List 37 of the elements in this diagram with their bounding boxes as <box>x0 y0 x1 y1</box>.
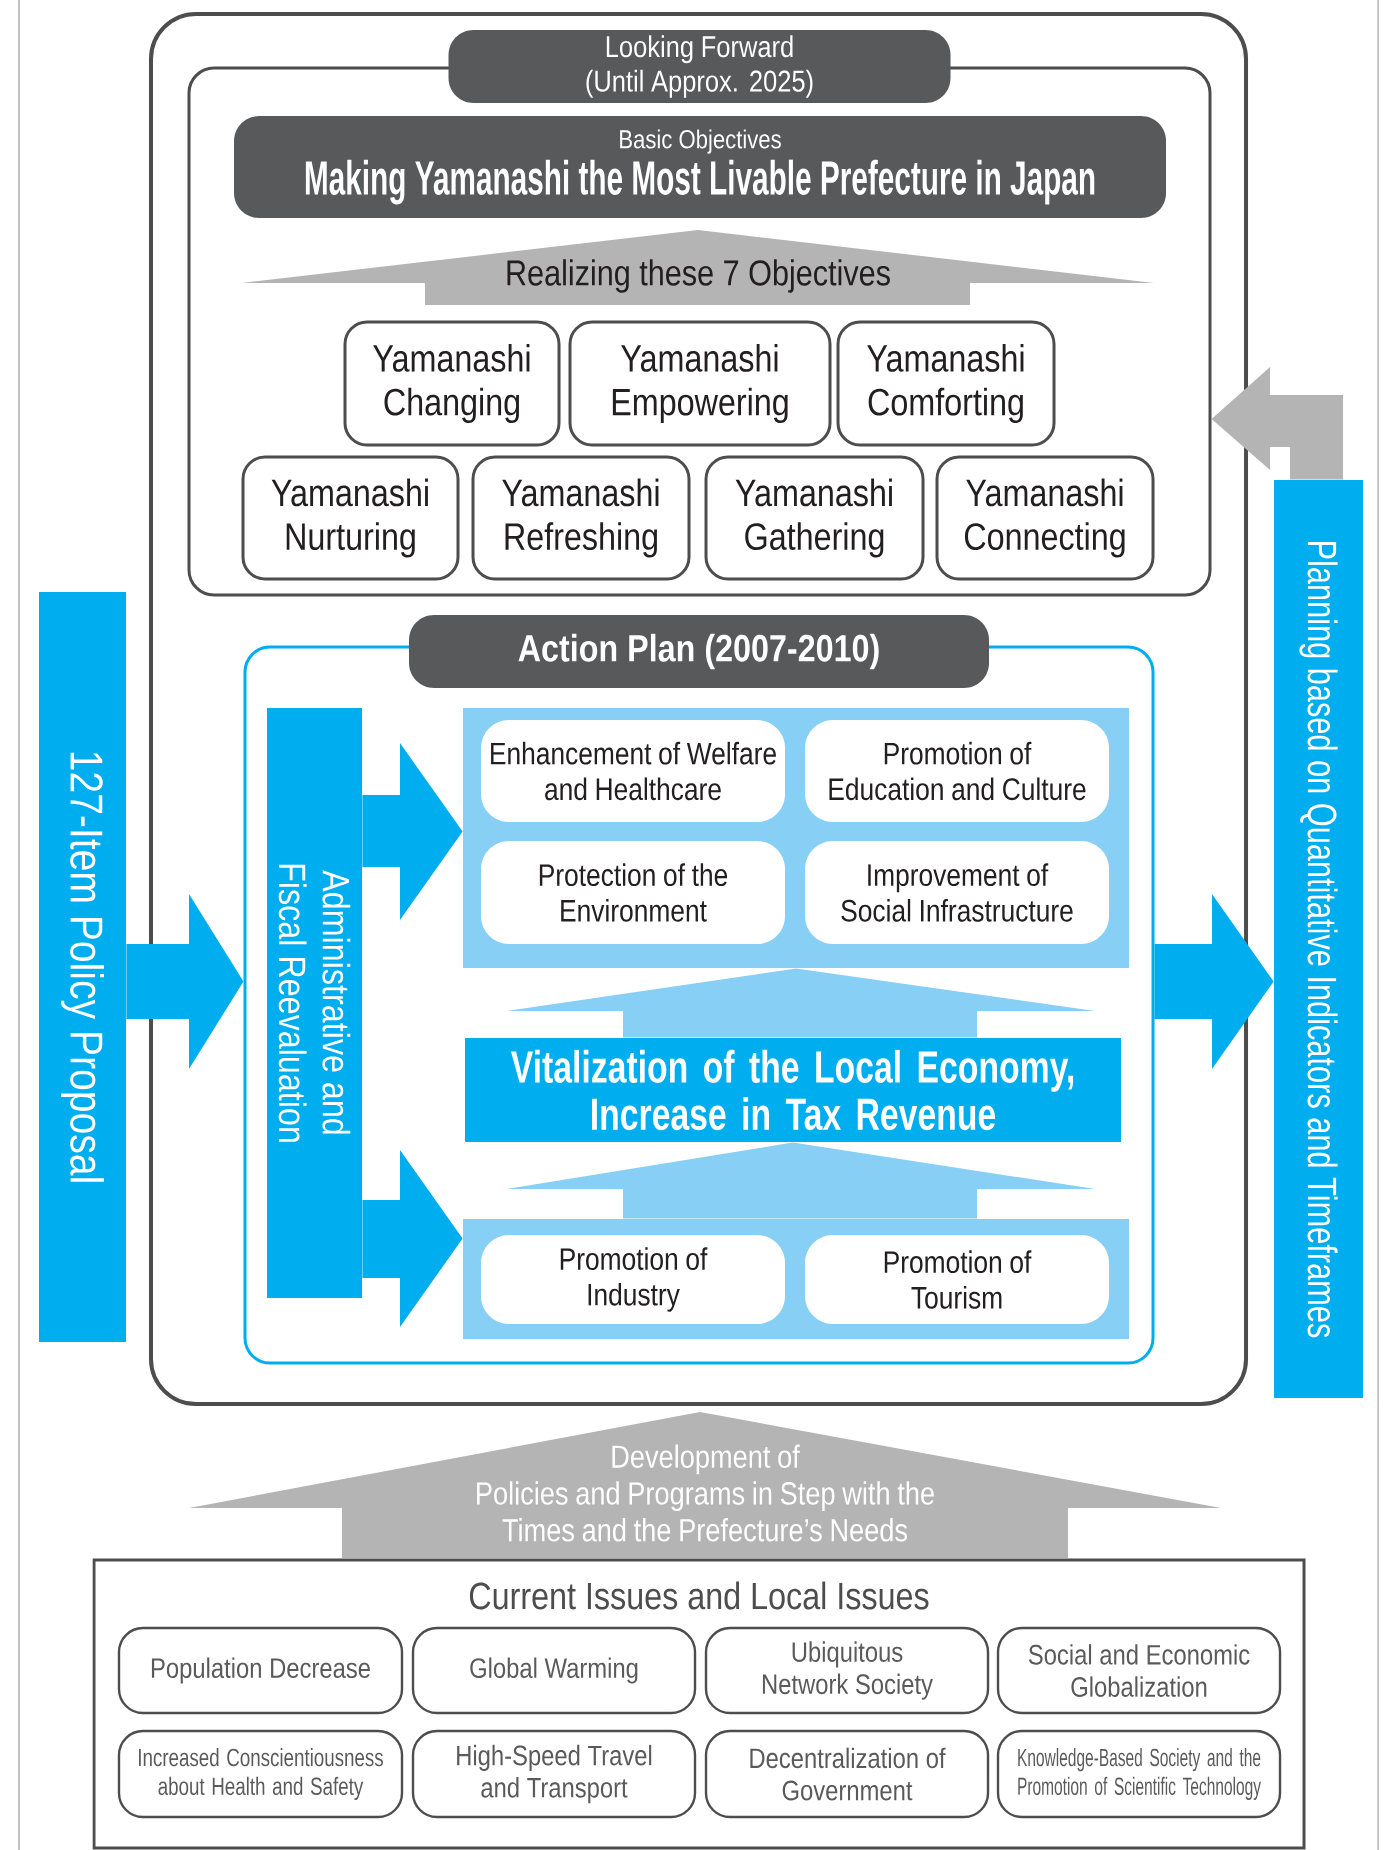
bent-arrow <box>1211 367 1343 480</box>
arrow <box>1154 894 1274 1069</box>
node-label: Looking Forward <box>606 35 793 64</box>
issue-box: Population Decrease <box>117 1626 404 1715</box>
arrow <box>507 968 1095 1038</box>
vertical-banner: 127-Item Policy Proposal <box>39 592 126 1342</box>
issue-box: Increased Conscientiousness about Health and Safety <box>117 1729 404 1819</box>
objective-box: Yamanashi Nurturing <box>241 455 460 581</box>
objective-box: Yamanashi Changing <box>343 320 561 447</box>
objective-box: Yamanashi Comforting <box>836 320 1056 447</box>
plan-box: Improvement of Social Infrastructure <box>805 841 1109 944</box>
issue-box: Social and Economic Globalization <box>996 1626 1282 1715</box>
arrow <box>126 894 244 1069</box>
plan-box: Promotion of Education and Culture <box>805 720 1109 822</box>
issue-box: High-Speed Travel and Transport <box>411 1729 697 1819</box>
plan-box: Enhancement of Welfare and Healthcare <box>481 720 785 822</box>
chevron-arrow <box>362 743 463 920</box>
up-arrow-band: Development of Policies and Programs in Step with the Times and the Prefecture’s Needs <box>189 1412 1221 1558</box>
objective-box: Yamanashi Refreshing <box>471 455 691 581</box>
issue-box: Ubiquitous Network Society <box>704 1626 990 1715</box>
outer-frame <box>149 12 1248 1406</box>
issue-box: Global Warming <box>411 1626 697 1715</box>
issue-box: Decentralization of Government <box>704 1729 990 1819</box>
plan-box: Protection of the Environment <box>481 841 785 944</box>
up-arrow-band: Realizing these 7 Objectives <box>242 230 1154 305</box>
highlight-box: Vitalization of the Local Economy, Increase in Tax Revenue <box>465 1038 1121 1142</box>
issue-box: Knowledge-Based Society and the Promotion of Scientific Technology <box>996 1729 1282 1819</box>
objective-box: Yamanashi Connecting <box>935 455 1155 581</box>
vertical-banner: Planning based on Quantitative Indicators and Timeframes <box>1274 480 1363 1398</box>
plan-box: Promotion of Industry <box>481 1235 785 1324</box>
arrow <box>507 1142 1095 1219</box>
chevron-arrow <box>362 1150 463 1327</box>
plan-box: Promotion of Tourism <box>805 1235 1109 1324</box>
vertical-banner: Administrative and Fiscal Reevaluation <box>267 708 362 1298</box>
objective-box: Yamanashi Empowering <box>568 320 832 447</box>
objective-box: Yamanashi Gathering <box>704 455 925 581</box>
title-banner: Basic Objectives Making Yamanashi the Most Livable Prefecture in Japan <box>234 116 1166 218</box>
